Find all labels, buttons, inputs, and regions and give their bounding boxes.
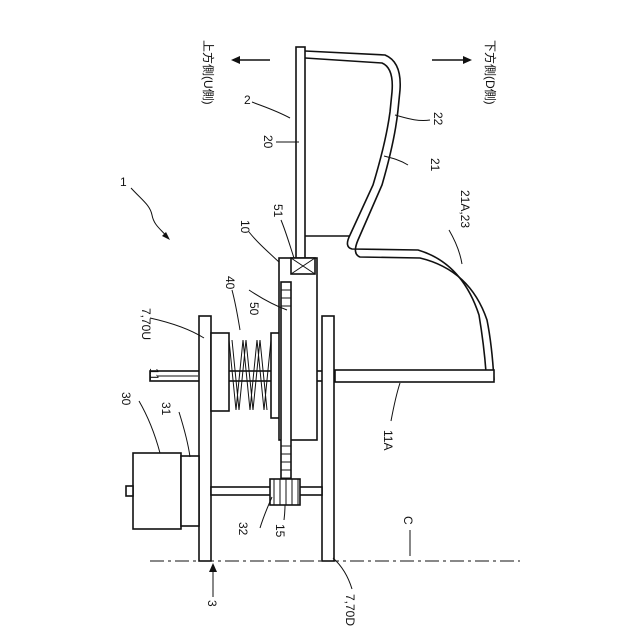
down-side-label: 下方側(D側): [483, 40, 498, 105]
coupling-31: [181, 456, 199, 526]
label-21a-23: 21A,23: [458, 190, 472, 228]
cross-shaft-32: [211, 487, 322, 495]
label-21: 21: [428, 158, 442, 172]
label-50: 50: [247, 302, 261, 316]
label-10: 10: [238, 220, 252, 234]
label-30: 30: [119, 392, 133, 406]
label-11: 11: [147, 368, 161, 381]
down-direction-arrow: [432, 56, 472, 64]
label-3: 3: [205, 600, 219, 607]
label-51: 51: [271, 204, 285, 218]
label-1: 1: [120, 175, 127, 189]
bottom-plate-11a: [329, 370, 494, 382]
label-32: 32: [236, 522, 250, 536]
label-7-70d: 7,70D: [343, 594, 357, 626]
label-22: 22: [431, 112, 445, 126]
gear-15: [270, 479, 300, 505]
up-direction-arrow: [231, 56, 270, 64]
motor-30: [133, 453, 181, 529]
plate-20: [296, 47, 305, 259]
up-side-label: 上方側(U側): [201, 40, 216, 105]
frame-plate-70d: [322, 316, 334, 561]
spring-seat: [211, 333, 229, 411]
label-c: C: [401, 516, 415, 525]
label-20: 20: [261, 135, 275, 149]
label-11a: 11A: [381, 430, 395, 450]
rack-50: [281, 282, 291, 482]
motor-shaft-end: [126, 486, 133, 496]
frame-plate-70u: [199, 316, 211, 561]
label-2: 2: [244, 93, 251, 107]
label-15: 15: [273, 524, 287, 538]
part-51-box: [291, 258, 315, 274]
label-7-70u: 7,70U: [139, 308, 153, 340]
label-31: 31: [159, 402, 173, 416]
label-40: 40: [223, 276, 237, 290]
